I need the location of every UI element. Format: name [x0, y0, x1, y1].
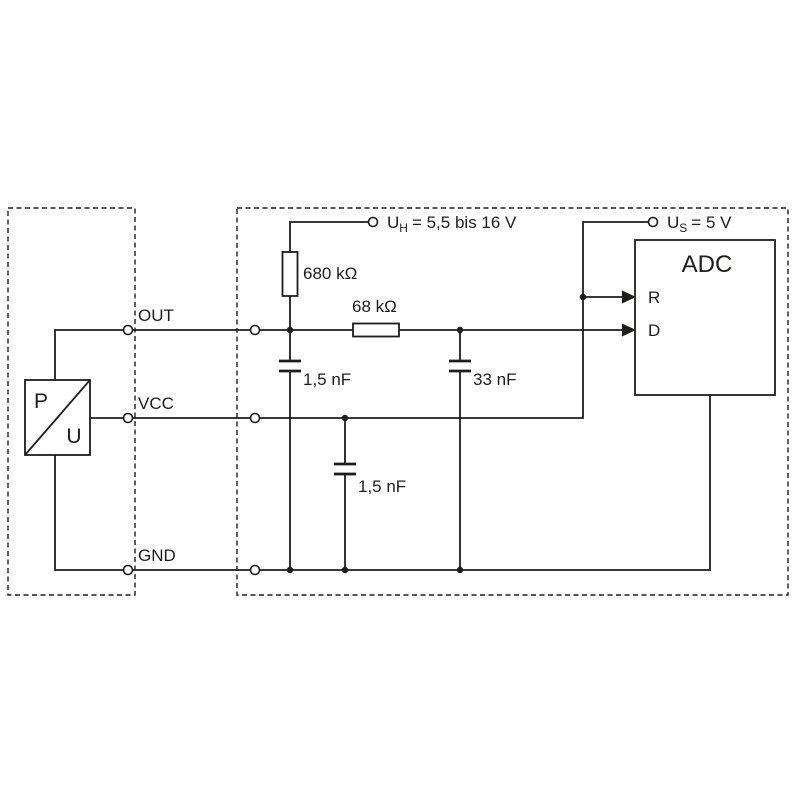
capacitor-c2-label: 33 nF: [473, 370, 516, 389]
capacitor-c3: 1,5 nF: [334, 462, 406, 496]
supply-uh-label: UH= 5,5 bis 16 V: [387, 213, 517, 235]
terminal-vcc-right: [249, 412, 261, 424]
terminal-out-left: [122, 324, 134, 336]
resistor-68k-label: 68 kΩ: [352, 297, 397, 316]
resistor-680k: 680 kΩ: [281, 251, 357, 297]
sensor-module-boundary: [7, 207, 136, 596]
junction-gnd-c2: [456, 566, 464, 574]
terminal-out-right: [249, 324, 261, 336]
gnd-wire: [54, 395, 711, 571]
resistor-680k-label: 680 kΩ: [303, 264, 357, 283]
out-wire: [54, 329, 622, 380]
capacitor-c3-label: 1,5 nF: [358, 477, 406, 496]
terminal-vcc-left: [122, 412, 134, 424]
adc-block: ADC R D: [622, 239, 776, 396]
adc-box: [634, 239, 776, 396]
terminal-us: [647, 216, 659, 228]
resistor-680k-body: [281, 251, 299, 297]
sensor-u-label: U: [66, 425, 81, 448]
adc-d-input-arrow-icon: [622, 323, 636, 337]
pressure-sensor-block: P U: [24, 379, 91, 456]
junction-gnd-c1: [286, 566, 294, 574]
terminal-uh: [367, 216, 379, 228]
capacitor-c2: 33 nF: [449, 359, 516, 389]
junction-vcc-c3: [341, 414, 349, 422]
supply-us-label: US= 5 V: [667, 213, 732, 235]
terminal-gnd-right: [249, 564, 261, 576]
adc-pin-d-label: D: [648, 321, 660, 340]
adc-pin-r-label: R: [648, 288, 660, 307]
junction-gnd-c3: [341, 566, 349, 574]
pin-vcc-label: VCC: [138, 394, 174, 413]
pin-gnd-label: GND: [138, 546, 176, 565]
sensor-p-label: P: [34, 390, 48, 413]
pin-out-label: OUT: [138, 306, 174, 325]
adc-r-input-arrow-icon: [622, 290, 636, 304]
resistor-68k-body: [352, 322, 400, 338]
capacitor-c1: 1,5 nF: [279, 359, 351, 389]
interface-module-boundary: [236, 207, 789, 596]
adc-label: ADC: [682, 251, 733, 278]
vcc-supply-wire: [90, 221, 648, 419]
junction-out-r1: [286, 326, 294, 334]
resistor-68k: 68 kΩ: [352, 297, 400, 338]
terminal-gnd-left: [122, 564, 134, 576]
junction-ref: [579, 293, 587, 301]
junction-out-c2: [456, 326, 464, 334]
capacitor-c1-label: 1,5 nF: [303, 370, 351, 389]
sensor-diagonal: [24, 379, 91, 456]
